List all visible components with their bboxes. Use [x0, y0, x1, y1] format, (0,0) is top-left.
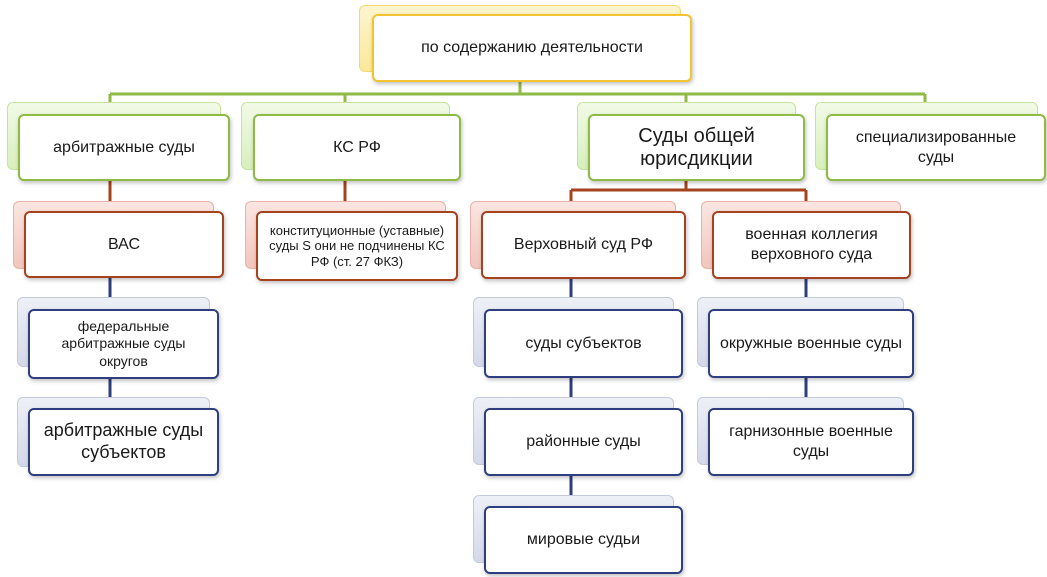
- constitutional-courts-label: конституционные (уставные) суды S они не…: [256, 211, 458, 281]
- subject-courts-label: суды субъектов: [484, 309, 683, 378]
- garrison-military-courts-label: гарнизонные военные суды: [708, 408, 914, 476]
- district-military-courts-label: окружные военные суды: [708, 309, 914, 378]
- magistrates-label: мировые судьи: [484, 506, 683, 574]
- root-label: по содержанию деятельности: [372, 14, 692, 82]
- specialized-courts-label: специализированные суды: [826, 114, 1046, 181]
- supreme-court-label: Верховный суд РФ: [481, 211, 686, 279]
- arbitration-courts-label: арбитражные суды: [18, 114, 230, 181]
- level3-connectors: [108, 277, 808, 496]
- subject-arbitration-courts-label: арбитражные суды субъектов: [28, 408, 219, 476]
- district-courts-label: районные суды: [484, 408, 683, 476]
- general-jurisdiction-label: Суды общей юрисдикции: [588, 114, 805, 181]
- root-connectors: [108, 80, 927, 104]
- ks-rf-label: КС РФ: [253, 114, 461, 181]
- level2-connectors: [108, 181, 808, 203]
- military-board-label: военная коллегия верховного суда: [712, 211, 911, 279]
- federal-arbitration-districts-label: федеральные арбитражные суды округов: [28, 309, 219, 379]
- vas-label: ВАС: [24, 211, 224, 278]
